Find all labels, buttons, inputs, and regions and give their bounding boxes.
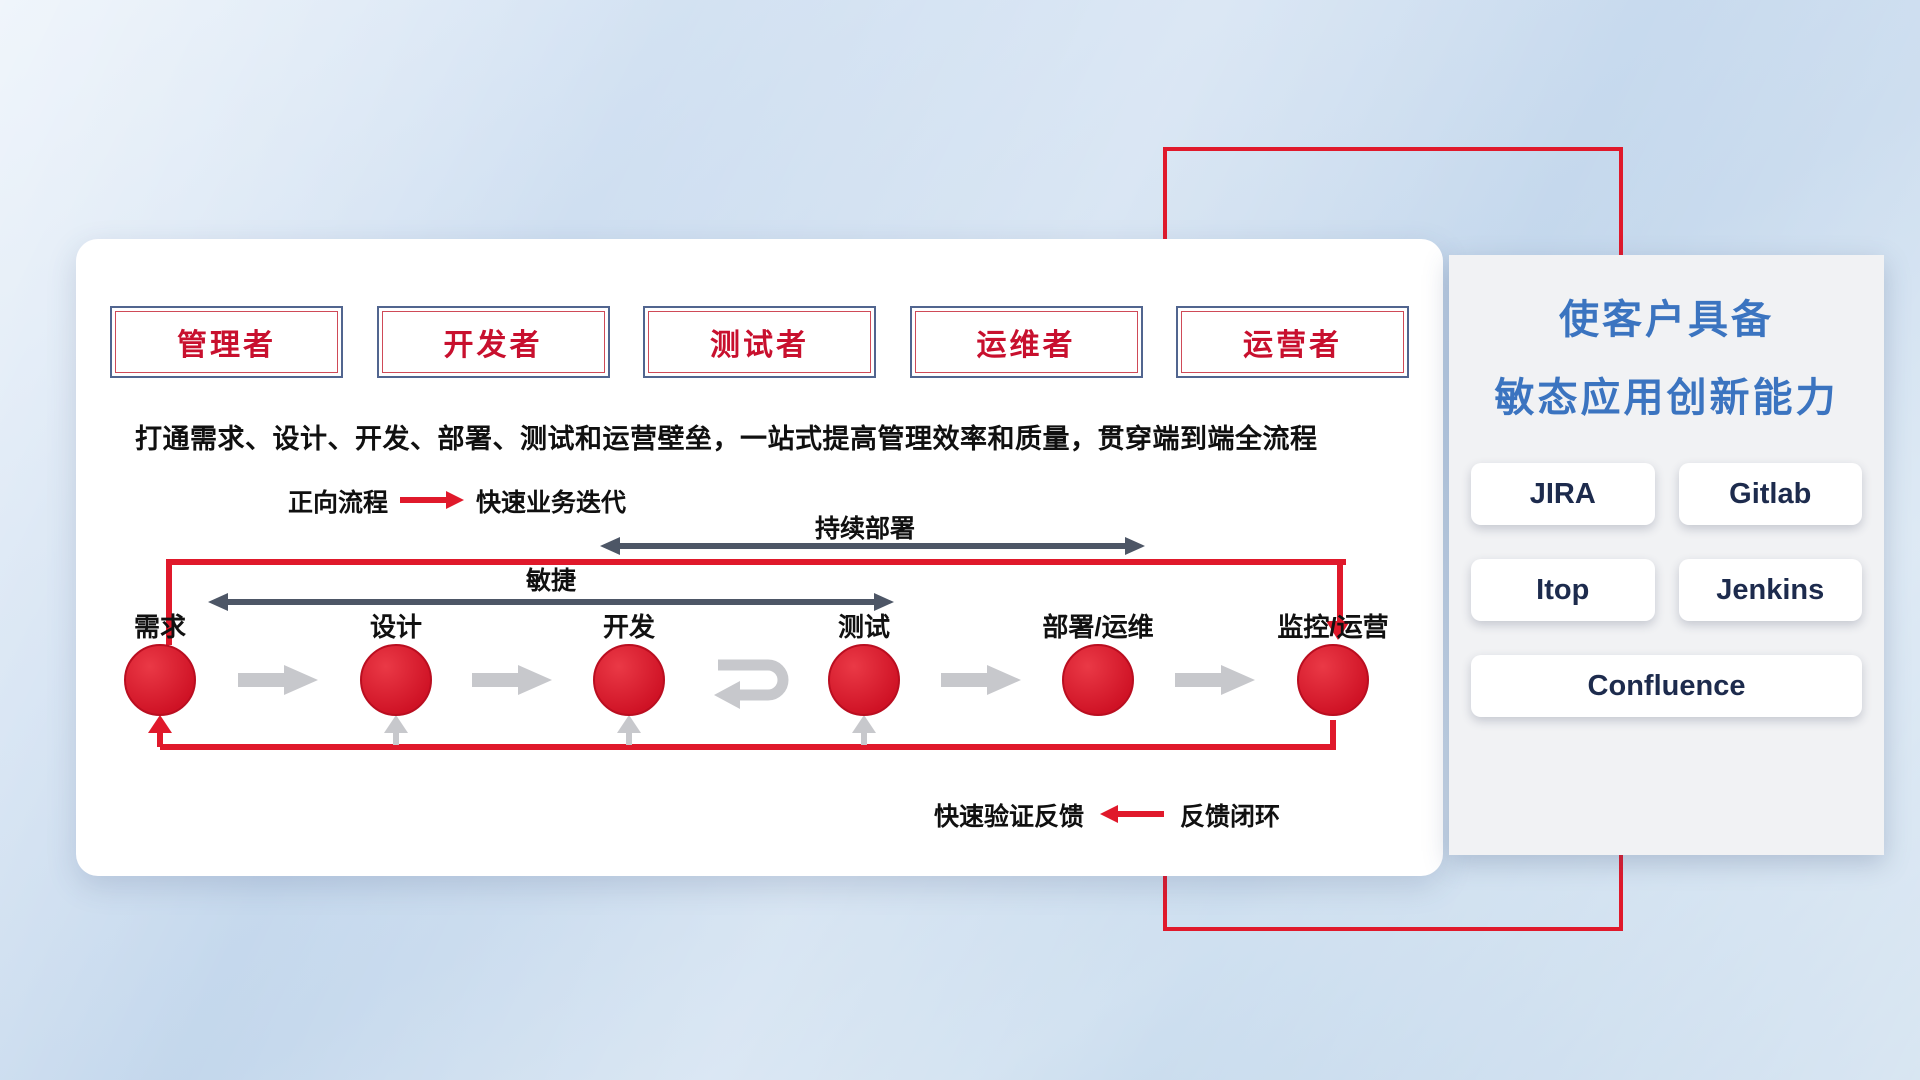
capability-panel: 使客户具备 敏态应用创新能力 JIRA Gitlab Itop Jenkins … <box>1449 255 1884 855</box>
feedback-legend: 快速验证反馈 反馈闭环 <box>934 797 1280 833</box>
role-label: 运维者 <box>976 329 1076 362</box>
feedback-legend-label: 快速验证反馈 <box>934 803 1085 831</box>
feedback-loop-stem-left <box>157 731 163 747</box>
stage-requirement: 需求 <box>80 610 240 716</box>
flow-arrow-icon <box>238 664 318 696</box>
roles-row: 管理者 开发者 测试者 运维者 运营者 <box>110 306 1409 378</box>
stage-label: 部署/运维 <box>1042 612 1154 642</box>
stage-label: 需求 <box>133 612 186 642</box>
stage-label: 测试 <box>837 612 890 642</box>
forward-loop-line-left <box>166 559 172 645</box>
role-label: 运营者 <box>1243 329 1342 362</box>
tool-itop: Itop <box>1471 559 1655 621</box>
stage-label: 设计 <box>369 612 422 642</box>
feedback-up-arrow-design <box>393 731 399 745</box>
stage-test: 测试 <box>784 610 944 716</box>
role-box-manager: 管理者 <box>110 306 343 378</box>
capability-title-line1: 使客户具备 <box>1559 298 1774 342</box>
stage-label: 监控/运营 <box>1277 612 1389 642</box>
forward-loop-line-right <box>1337 559 1343 621</box>
tool-confluence: Confluence <box>1471 655 1862 717</box>
feedback-up-arrow-test <box>861 731 867 745</box>
stage-deploy-ops: 部署/运维 <box>1018 610 1178 716</box>
forward-flow-legend: 正向流程 快速业务迭代 <box>288 483 626 519</box>
feedback-up-arrowhead-test-icon <box>852 715 876 733</box>
tool-jenkins: Jenkins <box>1678 559 1862 621</box>
feedback-legend-value: 反馈闭环 <box>1180 803 1281 831</box>
forward-arrow-icon <box>400 487 465 516</box>
role-box-developer: 开发者 <box>376 306 610 378</box>
tool-jira: JIRA <box>1471 463 1655 525</box>
role-label: 管理者 <box>177 329 276 362</box>
feedback-loop-line-right <box>1330 720 1336 750</box>
agile-arrow-icon <box>208 591 894 613</box>
role-label: 开发者 <box>443 329 543 362</box>
stage-design: 设计 <box>316 610 476 716</box>
loop-iteration-icon <box>706 651 798 709</box>
stage-circle <box>593 644 665 716</box>
continuous-deploy-label: 持续部署 <box>814 515 915 543</box>
role-box-ops: 运维者 <box>909 306 1143 378</box>
devops-flow-panel: 管理者 开发者 测试者 运维者 运营者 打通需求、设计、开发、部署、测试和运营壁… <box>76 239 1443 876</box>
stage-label: 开发 <box>602 612 655 642</box>
tools-grid: JIRA Gitlab Itop Jenkins Confluence <box>1471 463 1862 717</box>
stage-circle <box>1062 644 1134 716</box>
capability-title: 使客户具备 敏态应用创新能力 <box>1449 255 1884 437</box>
feedback-up-arrowhead-design-icon <box>384 715 408 733</box>
flow-arrow-icon <box>941 664 1021 696</box>
stage-monitor-operate: 监控/运营 <box>1253 610 1413 716</box>
stage-circle <box>124 644 196 716</box>
role-label: 测试者 <box>710 329 809 362</box>
continuous-deploy-arrow-icon <box>600 535 1145 557</box>
role-box-operator: 运营者 <box>1176 306 1409 378</box>
forward-legend-label: 正向流程 <box>288 489 389 517</box>
feedback-arrow-icon <box>1100 801 1165 830</box>
feedback-up-arrowhead-develop-icon <box>617 715 641 733</box>
forward-loop-arrowhead-icon <box>1326 621 1350 640</box>
agile-label: 敏捷 <box>525 567 576 595</box>
stage-circle <box>828 644 900 716</box>
role-box-tester: 测试者 <box>643 306 876 378</box>
feedback-up-arrow-develop <box>626 731 632 745</box>
stage-circle <box>1297 644 1369 716</box>
stage-circle <box>360 644 432 716</box>
feedback-loop-line-bottom <box>160 744 1336 750</box>
forward-legend-value: 快速业务迭代 <box>476 489 627 517</box>
process-description: 打通需求、设计、开发、部署、测试和运营壁垒，一站式提高管理效率和质量，贯穿端到端… <box>135 424 1318 454</box>
flow-arrow-icon <box>1175 664 1255 696</box>
forward-loop-line-top <box>166 559 1346 565</box>
tool-gitlab: Gitlab <box>1678 463 1862 525</box>
stage-develop: 开发 <box>549 610 709 716</box>
capability-title-line2: 敏态应用创新能力 <box>1494 376 1839 420</box>
feedback-loop-arrowhead-icon <box>148 715 172 733</box>
flow-arrow-icon <box>472 664 552 696</box>
